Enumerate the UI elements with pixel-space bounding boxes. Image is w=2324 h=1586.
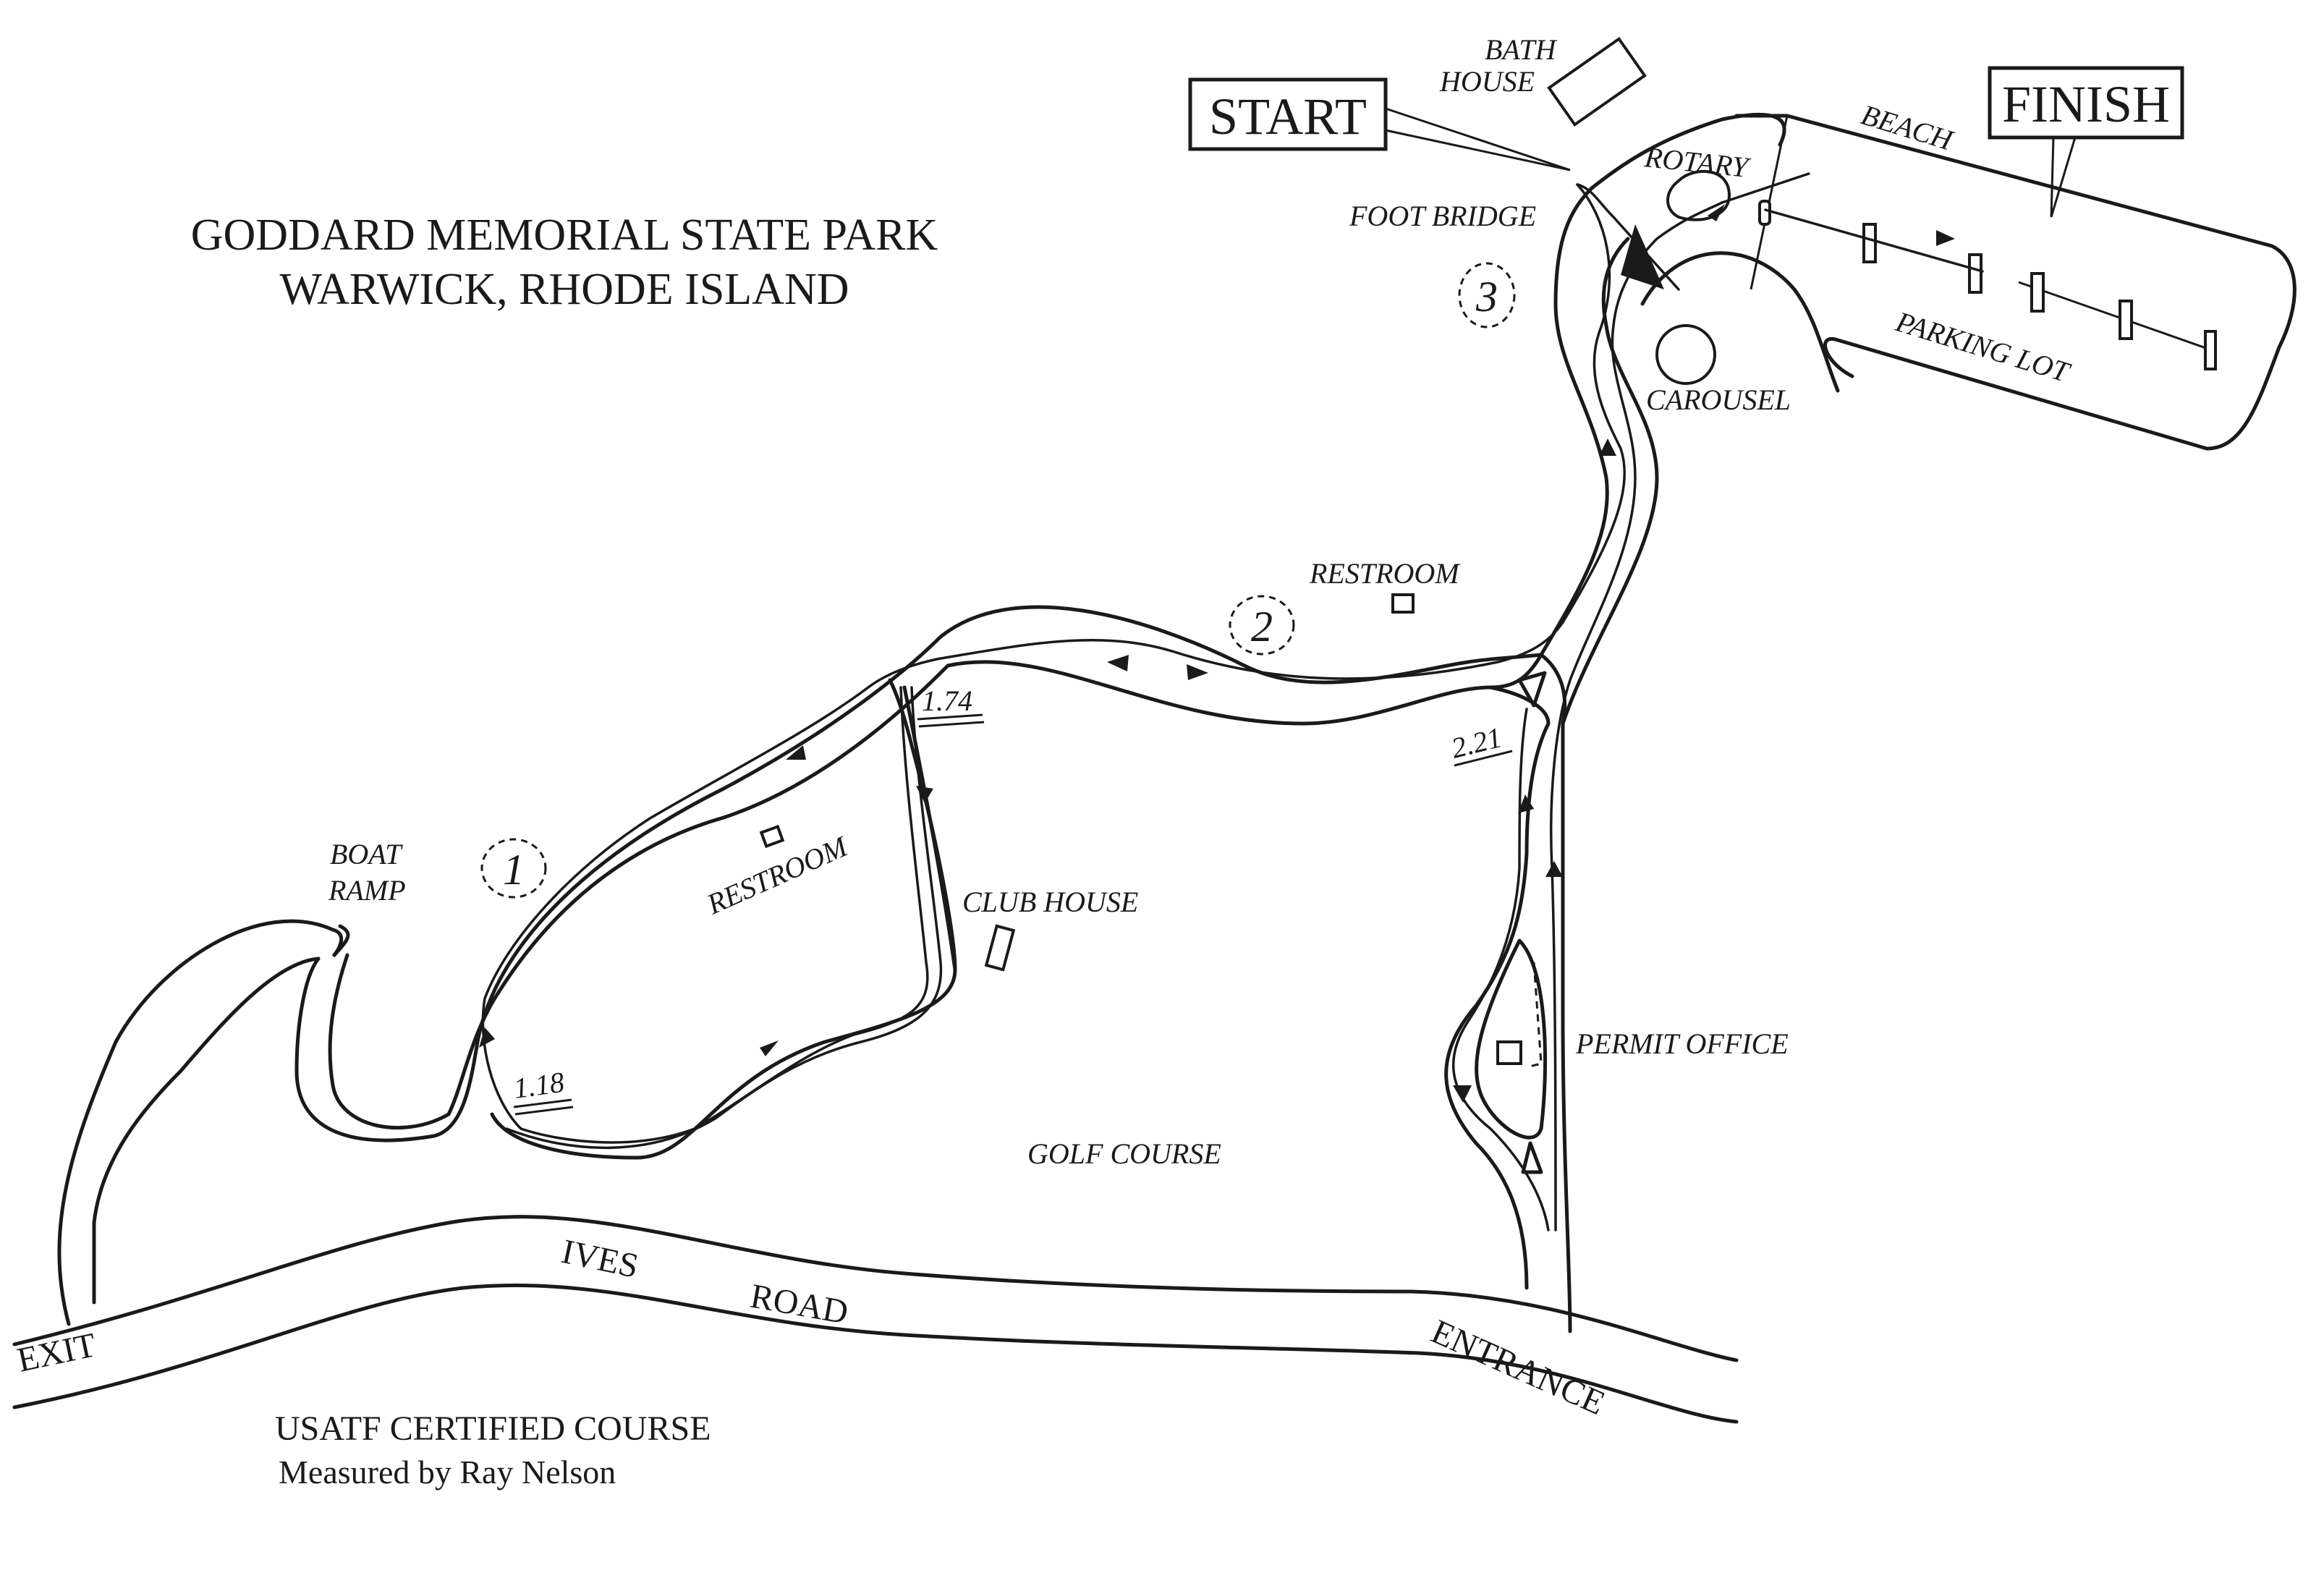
split-1: 1.18	[512, 1066, 574, 1116]
golf-course-label: GOLF COURSE	[1027, 1137, 1221, 1170]
ives-road-label-2: ROAD	[747, 1277, 851, 1332]
permit-office-label: PERMIT OFFICE	[1575, 1027, 1789, 1060]
entrance-label: ENTRANCE	[1426, 1313, 1611, 1423]
route-arrows	[479, 204, 1955, 1103]
mile-marker-3-label: 3	[1475, 273, 1498, 321]
map-title: GODDARD MEMORIAL STATE PARK WARWICK, RHO…	[191, 211, 938, 314]
start-label: START	[1209, 88, 1367, 145]
junction-island	[1517, 671, 1547, 708]
finish-label: FINISH	[2002, 75, 2170, 133]
bath-house-label-2: HOUSE	[1439, 65, 1535, 98]
permit-office-building	[1496, 1040, 1522, 1065]
parking-lot-label: PARKING LOT	[1891, 305, 2074, 389]
route-arrow	[1107, 655, 1129, 671]
finish-callout: FINISH	[1988, 66, 2184, 218]
route-arrow	[1453, 1085, 1472, 1103]
route-arrow	[1518, 794, 1534, 813]
route-arrow	[760, 1040, 779, 1056]
start-callout: START	[1188, 77, 1571, 171]
route-arrow	[1599, 438, 1616, 456]
route-arrow	[916, 786, 933, 803]
carousel-building	[1655, 324, 1716, 385]
mile-marker-3: 3	[1458, 262, 1516, 328]
race-route	[481, 172, 1984, 1231]
golf-inner-loop	[902, 685, 957, 972]
title-line-2: WARWICK, RHODE ISLAND	[279, 265, 849, 314]
route-arrow	[1187, 664, 1208, 680]
route-arrow	[479, 1027, 495, 1048]
park-road-north	[1539, 112, 1786, 726]
bath-house-building	[1547, 36, 1647, 127]
split-1-label: 1.18	[512, 1066, 567, 1105]
ives-road	[12, 1215, 1739, 1424]
restroom-west-building	[759, 824, 785, 849]
split-2-label: 1.74	[922, 684, 972, 717]
permit-office-loop	[1475, 938, 1548, 1174]
mile-marker-1: 1	[480, 838, 547, 899]
mile-marker-2-label: 2	[1251, 603, 1273, 650]
mile-marker-2: 2	[1229, 595, 1295, 656]
boat-ramp-label-1: BOAT	[330, 838, 403, 870]
credits-line-1: USATF CERTIFIED COURSE	[275, 1409, 711, 1448]
route-arrow	[1708, 204, 1725, 221]
credits-line-2: Measured by Ray Nelson	[279, 1454, 616, 1490]
ives-road-label-1: IVES	[559, 1232, 642, 1286]
foot-bridge-label: FOOT BRIDGE	[1349, 200, 1536, 232]
restroom-north-building	[1391, 593, 1415, 614]
exit-label: EXIT	[14, 1326, 99, 1380]
club-house-building	[984, 924, 1016, 972]
split-3: 2.21	[1448, 721, 1513, 767]
park-road-west	[57, 605, 1572, 1333]
restroom-north-label: RESTROOM	[1309, 557, 1461, 590]
route-arrow	[1621, 224, 1664, 289]
title-line-1: GODDARD MEMORIAL STATE PARK	[191, 211, 938, 260]
rotary-label: ROTARY	[1642, 140, 1752, 184]
route-arrow	[1936, 230, 1955, 246]
bath-house-label-1: BATH	[1485, 33, 1558, 66]
route-arrow	[786, 745, 806, 760]
carousel-label: CAROUSEL	[1646, 383, 1791, 416]
mile-marker-1-label: 1	[503, 846, 525, 894]
boat-ramp-road	[332, 924, 350, 957]
route-arrow	[1545, 861, 1563, 877]
split-3-label: 2.21	[1448, 721, 1505, 765]
boat-ramp-label-2: RAMP	[328, 874, 406, 907]
parking-dividers	[1758, 200, 2217, 370]
club-house-label: CLUB HOUSE	[962, 886, 1138, 918]
split-2: 1.74	[917, 684, 985, 728]
